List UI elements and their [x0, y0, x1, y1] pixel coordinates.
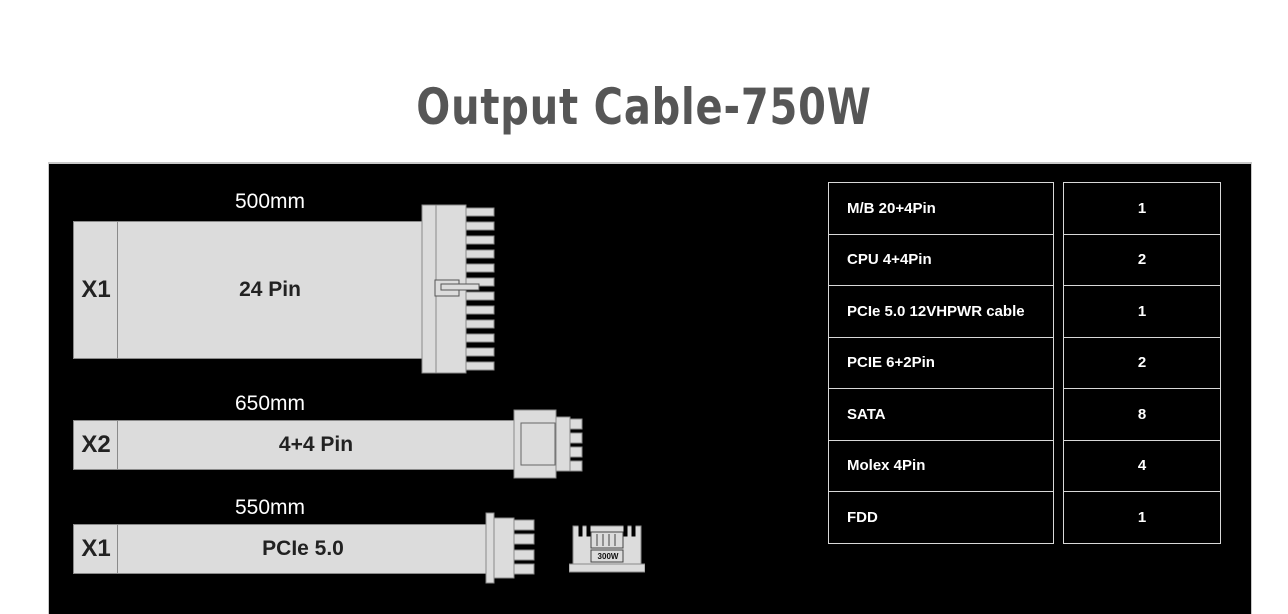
- connector-pcie5-icon: [485, 512, 535, 584]
- table-row-name: PCIE 6+2Pin: [828, 336, 1054, 389]
- cable-length-4plus4pin: 650mm: [234, 392, 306, 415]
- table-row-name: Molex 4Pin: [828, 439, 1054, 492]
- table-row-count: 2: [1063, 336, 1221, 389]
- table-row-count: 1: [1063, 491, 1221, 544]
- connector-12vhpwr-icon: [569, 525, 645, 573]
- table-row-count: 2: [1063, 233, 1221, 286]
- table-row-name: CPU 4+4Pin: [828, 233, 1054, 286]
- table-row-count: 8: [1063, 388, 1221, 441]
- table-row-name: FDD: [828, 491, 1054, 544]
- cable-quantity-24pin: X1: [73, 221, 119, 359]
- cable-quantity-4plus4pin: X2: [73, 420, 119, 470]
- cable-quantity-pcie5: X1: [73, 524, 119, 574]
- cable-body-24pin: 24 Pin: [117, 221, 423, 359]
- connector-4plus4pin-icon: [513, 409, 583, 479]
- cable-panel: 500mm X1 24 Pin 650mm X2 4+4 Pin 550mm X…: [48, 162, 1252, 614]
- cable-length-24pin: 500mm: [234, 190, 306, 213]
- cable-body-pcie5: PCIe 5.0: [117, 524, 489, 574]
- connector-24pin-icon: [421, 204, 495, 374]
- page-title: Output Cable-750W: [416, 78, 872, 136]
- table-row-count: 1: [1063, 285, 1221, 338]
- table-row-count: 4: [1063, 439, 1221, 492]
- cable-length-pcie5: 550mm: [234, 496, 306, 519]
- cable-body-4plus4pin: 4+4 Pin: [117, 420, 515, 470]
- table-row-name: SATA: [828, 388, 1054, 441]
- table-row-name: M/B 20+4Pin: [828, 182, 1054, 235]
- table-row-name: PCIe 5.0 12VHPWR cable: [828, 285, 1054, 338]
- connector-badge: 300W: [597, 552, 619, 561]
- table-row-count: 1: [1063, 182, 1221, 235]
